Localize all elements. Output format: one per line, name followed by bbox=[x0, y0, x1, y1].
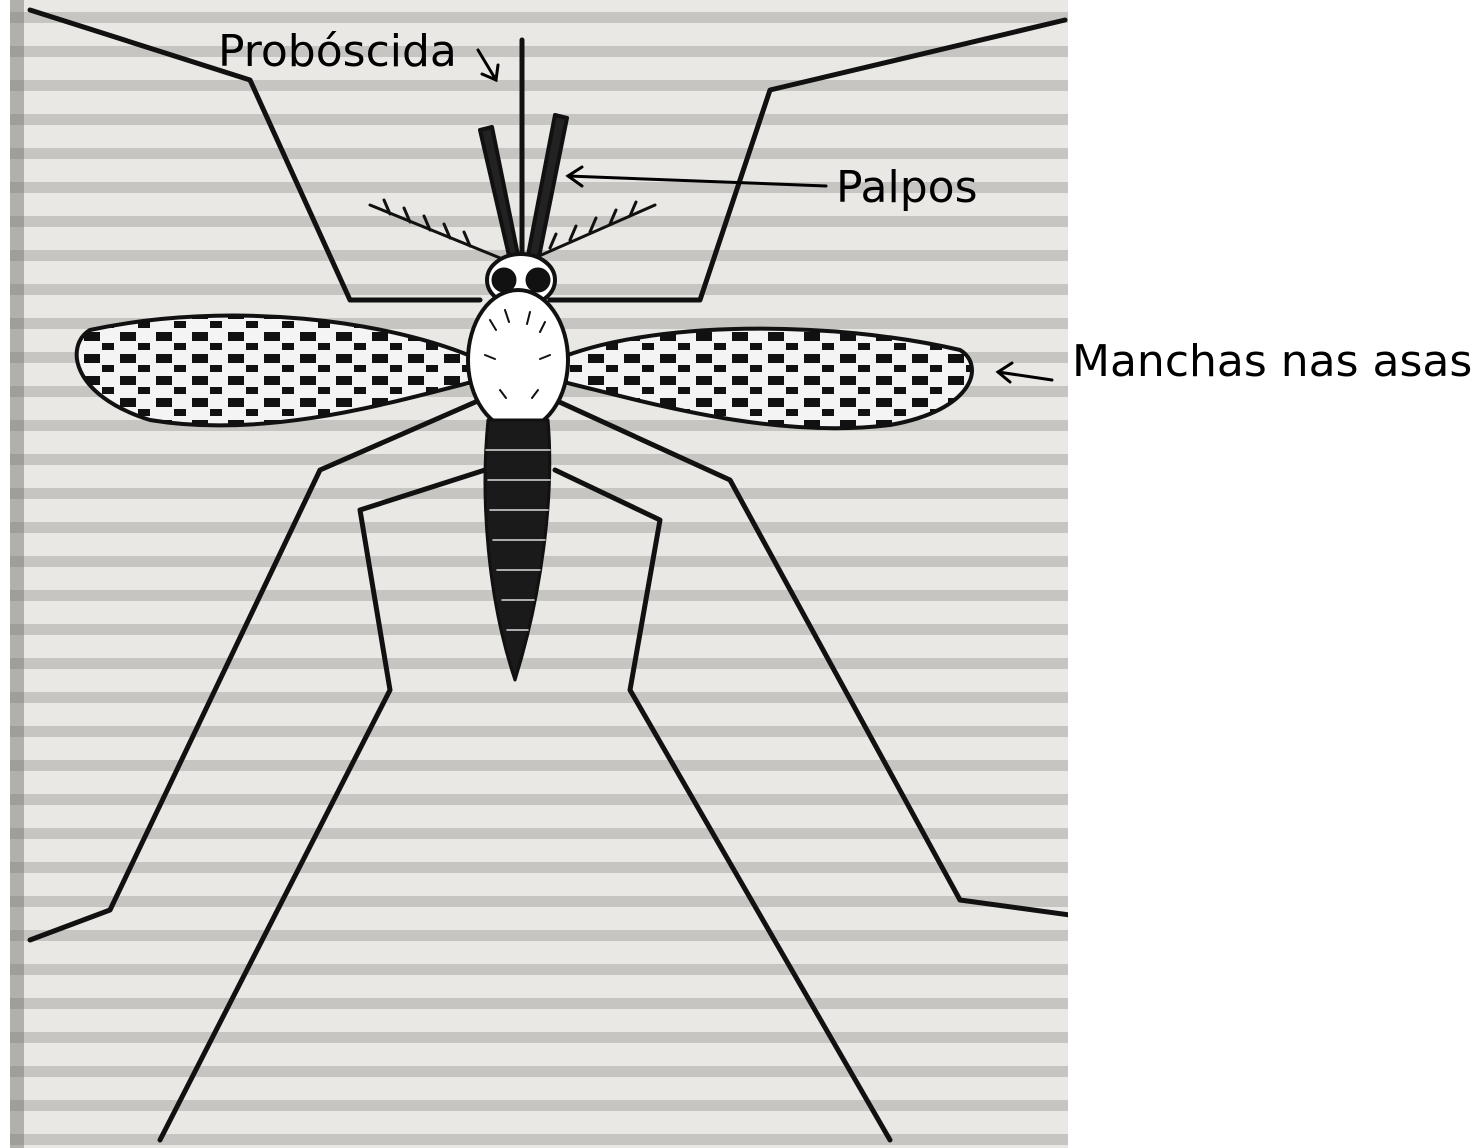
thorax bbox=[468, 290, 568, 430]
label-proboscis: Probóscida bbox=[218, 30, 457, 74]
label-palps: Palpos bbox=[836, 166, 978, 210]
label-wing-spots: Manchas nas asas bbox=[1072, 340, 1472, 384]
